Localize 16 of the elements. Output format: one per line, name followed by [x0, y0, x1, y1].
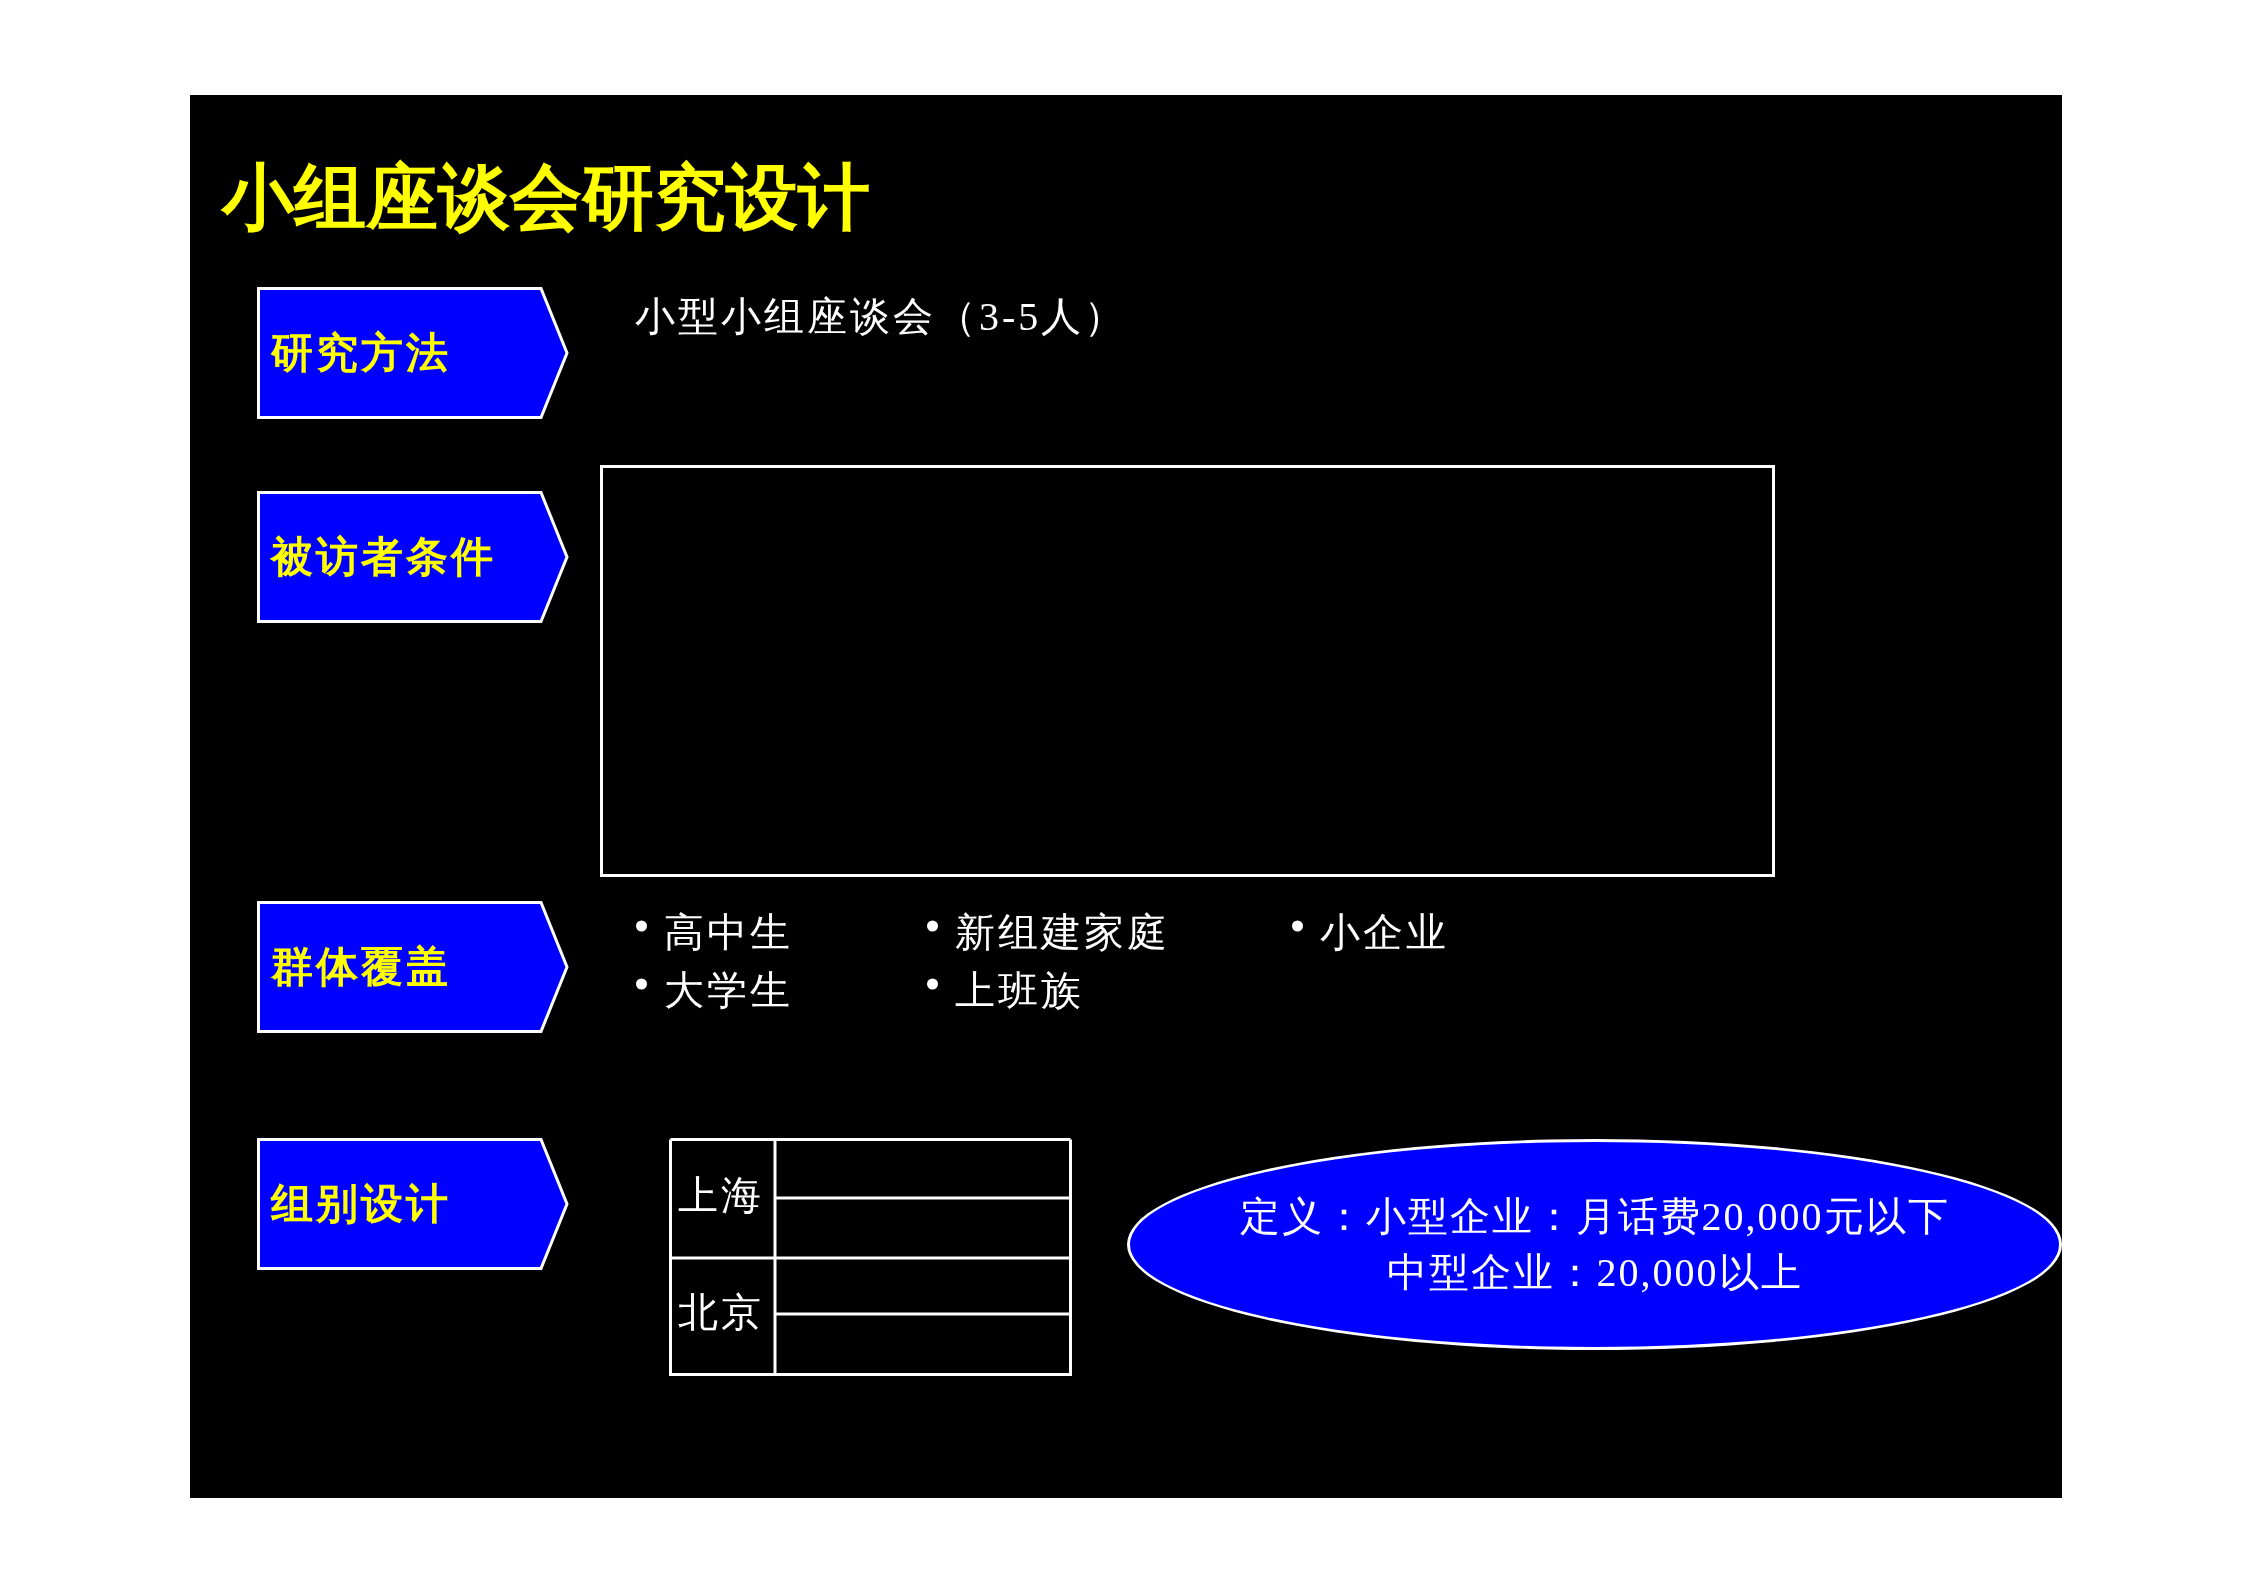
- section-heading: 研究方法: [271, 329, 451, 378]
- city-label: 上海: [678, 1171, 764, 1220]
- group-item: 小企业: [1320, 908, 1449, 957]
- section-heading: 群体覆盖: [271, 943, 451, 992]
- group-item: 上班族: [955, 966, 1084, 1015]
- section-heading: 被访者条件: [271, 533, 496, 582]
- empty-frame: [600, 465, 1775, 877]
- definition-text: 定义：小型企业：月话费20,000元以下: [1239, 1192, 1950, 1241]
- group-item: 新组建家庭: [955, 908, 1170, 957]
- group-item: 大学生: [664, 966, 793, 1015]
- slide-title: 小组座谈会研究设计: [222, 157, 870, 240]
- city-label: 北京: [678, 1288, 764, 1337]
- group-item: 高中生: [664, 908, 793, 957]
- definition-text: 中型企业：20,000以上: [1386, 1248, 1803, 1297]
- method-text: 小型小组座谈会（3-5人）: [635, 292, 1128, 341]
- section-heading: 组别设计: [271, 1180, 451, 1229]
